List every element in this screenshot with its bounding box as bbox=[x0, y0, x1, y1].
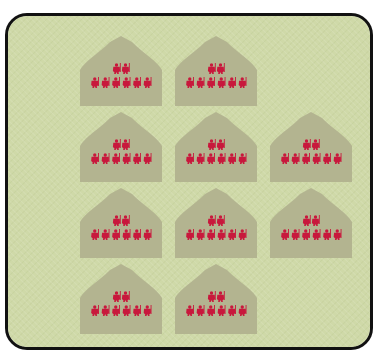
board-panel bbox=[5, 13, 373, 350]
tent-tile bbox=[175, 188, 257, 258]
tent-icon bbox=[175, 112, 257, 182]
tent-tile bbox=[80, 112, 162, 182]
tent-icon bbox=[175, 188, 257, 258]
tent-tile bbox=[270, 112, 352, 182]
tent-tile bbox=[80, 264, 162, 334]
tent-tile bbox=[80, 188, 162, 258]
tent-tile bbox=[175, 36, 257, 106]
tent-icon bbox=[270, 188, 352, 258]
tent-icon bbox=[270, 112, 352, 182]
tent-icon bbox=[175, 36, 257, 106]
tent-tile bbox=[175, 264, 257, 334]
tent-icon bbox=[80, 112, 162, 182]
tent-tile bbox=[80, 36, 162, 106]
tent-icon bbox=[175, 264, 257, 334]
tent-tile bbox=[175, 112, 257, 182]
tent-icon bbox=[80, 264, 162, 334]
tent-tile bbox=[270, 188, 352, 258]
tent-icon bbox=[80, 36, 162, 106]
tent-icon bbox=[80, 188, 162, 258]
